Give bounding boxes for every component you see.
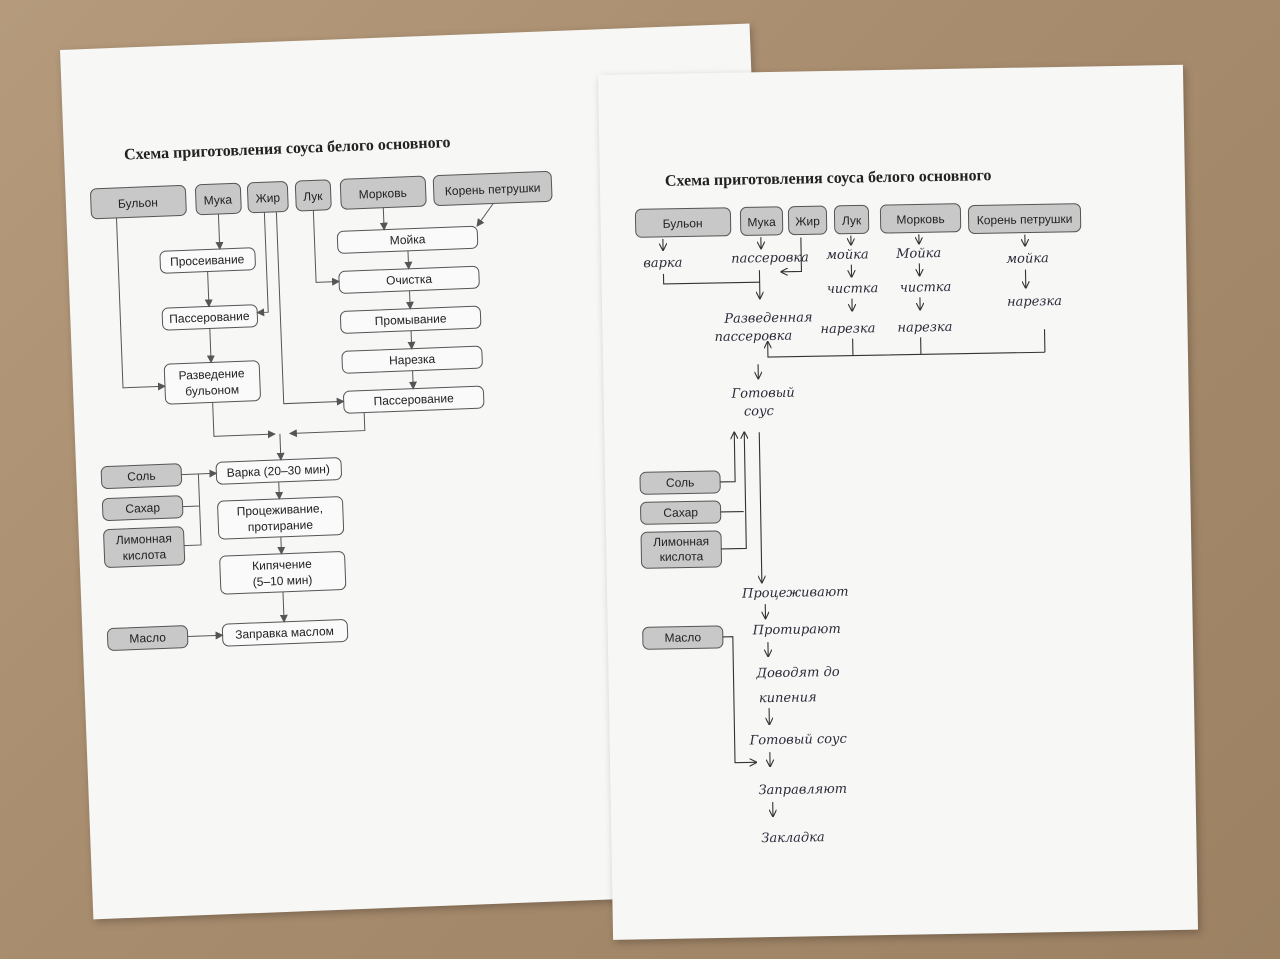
handwritten-notes: варка пассеровка мойка чистка нарезка Мо… bbox=[643, 246, 1062, 846]
svg-text:Разведение: Разведение bbox=[178, 366, 245, 383]
svg-text:протирание: протирание bbox=[248, 518, 314, 535]
svg-text:нарезка: нарезка bbox=[1007, 294, 1062, 310]
svg-text:Мойка: Мойка bbox=[895, 246, 941, 262]
node-sauteing-flour: Пассерование bbox=[161, 304, 259, 331]
connectors-left bbox=[115, 203, 494, 640]
svg-text:Очистка: Очистка bbox=[386, 272, 433, 288]
svg-text:Бульон: Бульон bbox=[118, 195, 158, 211]
svg-text:Корень петрушки: Корень петрушки bbox=[445, 181, 541, 199]
node-broth: Бульон bbox=[634, 207, 732, 238]
svg-text:Корень петрушки: Корень петрушки bbox=[977, 212, 1073, 228]
node-straining: Процеживание,протирание bbox=[217, 496, 345, 540]
svg-text:(5–10 мин): (5–10 мин) bbox=[252, 573, 312, 589]
printed-sheet-left: Схема приготовления соуса белого основно… bbox=[60, 23, 783, 920]
printed-flowchart: Схема приготовления соуса белого основно… bbox=[90, 134, 553, 651]
svg-text:Процеживают: Процеживают bbox=[741, 585, 849, 602]
svg-text:пассеровка: пассеровка bbox=[731, 250, 809, 266]
svg-text:Заправляют: Заправляют bbox=[758, 782, 847, 799]
node-onion: Лук bbox=[833, 204, 870, 235]
svg-text:Мука: Мука bbox=[203, 192, 232, 207]
svg-text:Бульон: Бульон bbox=[663, 216, 703, 231]
svg-text:Мука: Мука bbox=[747, 215, 776, 229]
svg-text:соус: соус bbox=[744, 404, 775, 420]
svg-text:Лук: Лук bbox=[842, 213, 862, 227]
node-carrot: Морковь bbox=[339, 175, 427, 210]
handwritten-flowchart: Схема приготовления соуса белого основно… bbox=[634, 167, 1082, 846]
node-butter: Масло bbox=[642, 625, 724, 650]
handwritten-connectors bbox=[663, 234, 1046, 818]
node-carrot: Морковь bbox=[879, 203, 962, 234]
node-cleaning: Очистка bbox=[338, 265, 480, 294]
node-broth: Бульон bbox=[90, 185, 187, 220]
handwritten-sheet-right: Схема приготовления соуса белого основно… bbox=[598, 64, 1199, 940]
svg-text:кислота: кислота bbox=[660, 549, 704, 564]
svg-text:Мойка: Мойка bbox=[389, 232, 426, 247]
svg-text:мойка: мойка bbox=[826, 247, 869, 263]
svg-text:Варка (20–30 мин): Варка (20–30 мин) bbox=[227, 462, 331, 480]
svg-text:кипения: кипения bbox=[759, 690, 817, 706]
svg-text:Нарезка: Нарезка bbox=[389, 352, 436, 368]
node-sugar: Сахар bbox=[101, 495, 184, 521]
node-onion: Лук bbox=[294, 179, 332, 212]
svg-text:Жир: Жир bbox=[795, 214, 820, 228]
svg-text:Закладка: Закладка bbox=[761, 830, 825, 846]
node-butter: Масло bbox=[106, 625, 189, 651]
svg-text:Соль: Соль bbox=[666, 475, 695, 489]
svg-text:Разведенная: Разведенная bbox=[723, 310, 813, 327]
node-dressing: Заправка маслом bbox=[221, 619, 349, 647]
node-sauteing-veg: Пассерование bbox=[343, 385, 485, 414]
svg-text:Готовый соус: Готовый соус bbox=[749, 732, 848, 749]
svg-text:Лимонная: Лимонная bbox=[653, 534, 709, 549]
node-cutting: Нарезка bbox=[341, 345, 483, 374]
diagram-title: Схема приготовления соуса белого основно… bbox=[124, 134, 451, 164]
svg-text:Процеживание,: Процеживание, bbox=[236, 501, 323, 518]
node-flour: Мука bbox=[195, 182, 242, 216]
node-parsley-root: Корень петрушки bbox=[967, 203, 1082, 234]
svg-text:пассеровка: пассеровка bbox=[714, 329, 792, 345]
node-salt: Соль bbox=[100, 463, 183, 489]
svg-text:нарезка: нарезка bbox=[897, 320, 952, 336]
node-sifting: Просеивание bbox=[159, 247, 256, 274]
svg-text:Доводят до: Доводят до bbox=[755, 665, 840, 681]
svg-text:кислота: кислота bbox=[122, 547, 166, 563]
node-fat: Жир bbox=[787, 205, 828, 236]
svg-text:Масло: Масло bbox=[664, 630, 701, 645]
node-simmer: Кипячение(5–10 мин) bbox=[219, 551, 347, 595]
svg-text:Протирают: Протирают bbox=[752, 622, 841, 639]
svg-text:Промывание: Промывание bbox=[374, 311, 447, 328]
svg-text:Просеивание: Просеивание bbox=[170, 252, 245, 269]
svg-text:нарезка: нарезка bbox=[820, 321, 875, 337]
svg-text:Соль: Соль bbox=[127, 469, 156, 484]
svg-text:Заправка маслом: Заправка маслом bbox=[235, 624, 334, 642]
svg-text:чистка: чистка bbox=[827, 281, 879, 297]
svg-text:Жир: Жир bbox=[255, 191, 280, 206]
svg-text:чистка: чистка bbox=[900, 280, 952, 296]
svg-text:мойка: мойка bbox=[1006, 251, 1049, 267]
svg-text:Морковь: Морковь bbox=[358, 186, 407, 202]
diagram-title: Схема приготовления соуса белого основно… bbox=[665, 167, 992, 190]
node-rinsing: Промывание bbox=[339, 305, 482, 334]
svg-text:варка: варка bbox=[643, 256, 682, 272]
svg-text:Масло: Масло bbox=[129, 630, 166, 645]
node-flour: Мука bbox=[739, 206, 784, 236]
svg-text:Пассерование: Пассерование bbox=[373, 391, 454, 408]
node-parsley-root: Корень петрушки bbox=[432, 170, 553, 207]
node-fat: Жир bbox=[246, 181, 289, 214]
node-washing: Мойка bbox=[336, 225, 479, 254]
svg-text:Сахар: Сахар bbox=[663, 505, 698, 520]
node-sugar: Сахар bbox=[640, 500, 722, 525]
node-boiling: Варка (20–30 мин) bbox=[215, 457, 342, 485]
svg-text:Лимонная: Лимонная bbox=[116, 531, 172, 547]
svg-text:Морковь: Морковь bbox=[896, 212, 944, 227]
svg-text:Лук: Лук bbox=[303, 189, 324, 204]
svg-text:Сахар: Сахар bbox=[125, 500, 161, 515]
svg-text:Готовый: Готовый bbox=[730, 386, 794, 402]
svg-text:Кипячение: Кипячение bbox=[252, 557, 312, 573]
svg-text:Пассерование: Пассерование bbox=[169, 309, 250, 326]
svg-text:бульоном: бульоном bbox=[185, 382, 239, 398]
node-salt: Соль bbox=[639, 470, 721, 495]
